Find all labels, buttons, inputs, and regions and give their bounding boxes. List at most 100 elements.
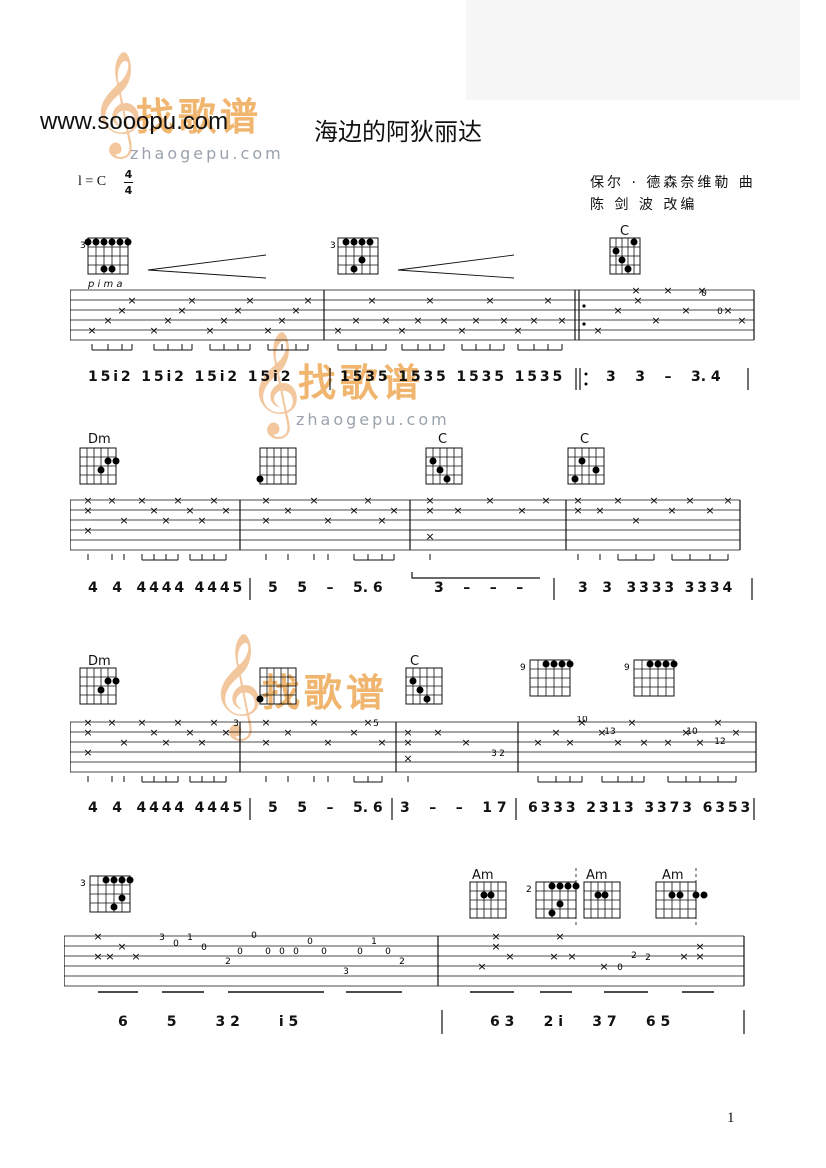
svg-text:×: × xyxy=(597,726,606,739)
svg-text:×: × xyxy=(163,314,172,327)
svg-text:×: × xyxy=(185,726,194,739)
svg-text:×: × xyxy=(397,324,406,337)
svg-text:×: × xyxy=(119,514,128,527)
watermark-domain: zhaogepu.com xyxy=(296,410,450,429)
watermark-clef-icon: 𝄞 xyxy=(90,50,144,155)
svg-text:×: × xyxy=(161,736,170,749)
svg-text:2: 2 xyxy=(526,885,532,895)
svg-text:×: × xyxy=(543,294,552,307)
chord-diagram: 3 xyxy=(80,237,132,275)
chord-name: Am xyxy=(586,868,608,883)
svg-text:0: 0 xyxy=(173,939,179,949)
svg-text:×: × xyxy=(573,494,582,507)
svg-text:×: × xyxy=(173,716,182,729)
watermark-clef-icon: 𝄞 xyxy=(248,330,302,435)
svg-text:×: × xyxy=(245,294,254,307)
site-url[interactable]: www.sooopu.com xyxy=(40,108,229,135)
jianpu-measure: 3 3 3 3 3 3 3 3 3 4 xyxy=(578,580,732,596)
crescendo-icon xyxy=(147,254,267,279)
svg-text:×: × xyxy=(663,736,672,749)
svg-text:0: 0 xyxy=(201,943,207,953)
svg-text:×: × xyxy=(303,294,312,307)
svg-text:×: × xyxy=(695,950,704,963)
jianpu-measure: 1 5 i 2 1 5 i 2 1 5 i 2 1 5 i 2 xyxy=(88,369,290,385)
svg-text:×: × xyxy=(83,746,92,759)
jianpu-measure: 6 3 3 3 2 3 1 3 3 3 7 3 6 3 5 3 xyxy=(528,800,750,816)
svg-text:0: 0 xyxy=(321,947,327,957)
svg-text:×: × xyxy=(457,324,466,337)
svg-text:×: × xyxy=(377,514,386,527)
svg-text:×: × xyxy=(667,504,676,517)
svg-text:×: × xyxy=(187,294,196,307)
svg-text:0: 0 xyxy=(717,307,723,317)
svg-text:×: × xyxy=(83,726,92,739)
svg-text:×: × xyxy=(433,726,442,739)
svg-text:0: 0 xyxy=(307,937,313,947)
svg-text:×: × xyxy=(723,494,732,507)
svg-text:0: 0 xyxy=(701,289,707,299)
tab-staff-2: ××× ××××× ××××× ××××× ×××× ×××× ××× ××××… xyxy=(70,494,741,561)
svg-text:×: × xyxy=(533,736,542,749)
watermark-logo-text: 找歌谱 xyxy=(298,361,425,405)
svg-text:×: × xyxy=(599,960,608,973)
svg-text:×: × xyxy=(551,726,560,739)
svg-text:×: × xyxy=(87,324,96,337)
svg-text:×: × xyxy=(161,514,170,527)
svg-text:×: × xyxy=(137,716,146,729)
svg-text:×: × xyxy=(485,494,494,507)
svg-text:5: 5 xyxy=(373,719,379,729)
svg-text:×: × xyxy=(663,284,672,297)
system-3-diagrams: 9 9 xyxy=(79,659,678,705)
svg-text:×: × xyxy=(613,736,622,749)
svg-text:×: × xyxy=(105,950,114,963)
svg-text:0: 0 xyxy=(251,931,257,941)
chord-name: C xyxy=(620,224,630,239)
svg-text:×: × xyxy=(333,324,342,337)
svg-text:×: × xyxy=(83,716,92,729)
svg-text:×: × xyxy=(117,940,126,953)
svg-text:×: × xyxy=(221,504,230,517)
svg-text:×: × xyxy=(425,294,434,307)
svg-text:0: 0 xyxy=(617,963,623,973)
svg-text:×: × xyxy=(737,314,746,327)
svg-text:×: × xyxy=(613,494,622,507)
jianpu-measure: 5 5 – 5. 6 xyxy=(268,580,383,596)
svg-text:×: × xyxy=(713,716,722,729)
svg-text:×: × xyxy=(351,314,360,327)
jianpu-measure: 3 – – – xyxy=(434,580,524,596)
svg-text:3: 3 xyxy=(80,241,86,251)
svg-text:×: × xyxy=(529,314,538,327)
svg-text:×: × xyxy=(595,504,604,517)
svg-text:×: × xyxy=(505,950,514,963)
svg-text:×: × xyxy=(131,950,140,963)
system-4-diagrams: 3 2 xyxy=(80,868,708,926)
jianpu-measure: 6 5 3 2 i 5 xyxy=(118,1014,299,1030)
svg-text:12: 12 xyxy=(714,737,725,747)
svg-text:×: × xyxy=(83,524,92,537)
svg-text:×: × xyxy=(93,930,102,943)
page-number: 1 xyxy=(727,1110,735,1126)
svg-text:×: × xyxy=(627,716,636,729)
svg-text:×: × xyxy=(309,494,318,507)
svg-text:×: × xyxy=(309,716,318,729)
svg-text:×: × xyxy=(633,294,642,307)
svg-text:3: 3 xyxy=(233,719,239,729)
svg-text:×: × xyxy=(349,504,358,517)
svg-text:×: × xyxy=(209,494,218,507)
svg-text:×: × xyxy=(681,726,690,739)
header-blank-box xyxy=(466,0,800,100)
svg-text:×: × xyxy=(283,726,292,739)
chord-name: Am xyxy=(472,868,494,883)
svg-text:×: × xyxy=(593,324,602,337)
tab-staff-3: ××× ××××× ××××× ××××× ××× ××××× ×××× ×××… xyxy=(70,716,757,783)
svg-text:×: × xyxy=(491,930,500,943)
svg-text:×: × xyxy=(491,940,500,953)
jianpu-measure: 6 3 2 i 3 7 6 5 xyxy=(490,1014,671,1030)
chord-name: C xyxy=(580,432,590,447)
svg-text:×: × xyxy=(367,294,376,307)
svg-text:×: × xyxy=(261,514,270,527)
svg-text:×: × xyxy=(731,726,740,739)
svg-text:0: 0 xyxy=(265,947,271,957)
svg-text:×: × xyxy=(127,294,136,307)
chord-diagram: 3 xyxy=(330,237,379,275)
